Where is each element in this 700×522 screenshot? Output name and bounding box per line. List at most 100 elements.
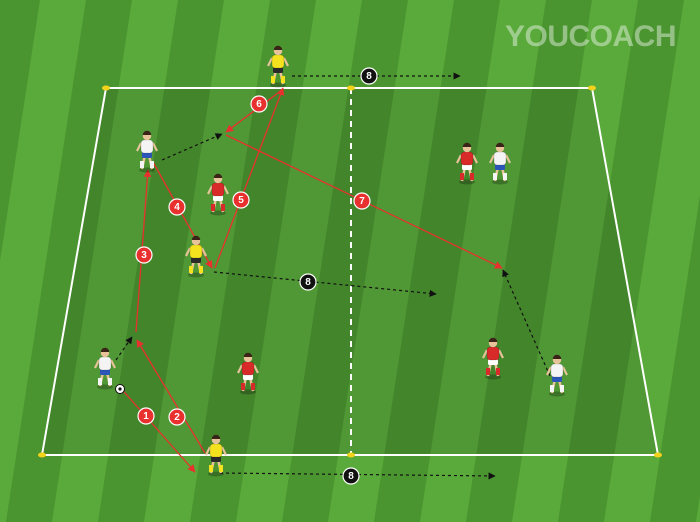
marker-label: 4 [174, 202, 180, 213]
player-arm [207, 185, 213, 195]
run-line-bottom [219, 472, 496, 480]
cone [588, 85, 596, 91]
player-shirt [189, 244, 203, 259]
player-arm [136, 142, 142, 152]
player-arm [94, 359, 100, 369]
pass-marker-3: 3 [135, 246, 153, 264]
player-shorts [142, 152, 152, 158]
player-white-bottom-left [94, 347, 116, 390]
player-shirt [241, 361, 255, 376]
marker-label: 6 [256, 99, 262, 110]
player-shirt [211, 182, 225, 197]
player-arm [267, 57, 273, 67]
player-sock [281, 76, 285, 83]
player-shorts [488, 359, 498, 365]
player-sock [211, 204, 215, 211]
run-marker-8: 8 [342, 467, 360, 485]
ball [115, 384, 125, 394]
players [94, 45, 568, 477]
pass-2-line [136, 339, 206, 454]
player-shorts [462, 164, 472, 170]
grass-stripe [696, 495, 700, 522]
marker-circle [299, 273, 317, 291]
marker-label: 3 [141, 250, 147, 261]
pass-1-line [117, 384, 196, 473]
pass-5-line [214, 87, 285, 269]
grass-stripe [374, 0, 500, 522]
player-sock [150, 161, 154, 168]
player-arm [472, 154, 478, 164]
player-sock [209, 465, 213, 472]
cones [38, 85, 662, 458]
marker-circle [168, 198, 186, 216]
cone [102, 85, 110, 91]
player-arm [205, 446, 211, 456]
cone [654, 452, 662, 458]
player-sock [496, 368, 500, 375]
pass-marker-1: 1 [137, 407, 155, 425]
marker-circle [137, 407, 155, 425]
player-red-right-bottom [482, 337, 504, 380]
marker-label: 7 [359, 196, 365, 207]
player-shirt [493, 151, 507, 166]
grass-stripe [0, 0, 86, 522]
player-hair [552, 354, 562, 359]
player-arm [546, 366, 552, 376]
grass-stripe [328, 0, 454, 522]
grass-stripe [236, 0, 362, 522]
player-hair [211, 434, 221, 439]
player-shorts [211, 456, 221, 462]
player-sock [560, 385, 564, 392]
player-shirt [140, 139, 154, 154]
marker-label: 1 [143, 411, 149, 422]
player-shorts [191, 257, 201, 263]
player-red-right-top [456, 142, 478, 185]
player-shirt [486, 346, 500, 361]
player-white-right-bottom [546, 354, 568, 397]
player-sock [493, 173, 497, 180]
run-line-top-white [161, 133, 223, 161]
player-arm [185, 247, 191, 257]
run-line-right-white [502, 269, 551, 377]
player-arm [253, 364, 259, 374]
marker-label: 8 [348, 471, 354, 482]
player-arm [562, 366, 568, 376]
pass-marker-4: 4 [168, 198, 186, 216]
player-arm [110, 359, 116, 369]
player-shorts [213, 195, 223, 201]
marker-circle [353, 192, 371, 210]
run-marker-8: 8 [299, 273, 317, 291]
player-hair [273, 45, 283, 50]
grass-stripe [650, 195, 700, 522]
player-sock [221, 204, 225, 211]
player-hair [191, 235, 201, 240]
player-arm [152, 142, 158, 152]
marker-label: 8 [366, 71, 372, 82]
player-arm [498, 349, 504, 359]
ball-patch [118, 387, 122, 391]
marker-circle [232, 191, 250, 209]
player-hair [142, 130, 152, 135]
player-shorts [243, 374, 253, 380]
marker-label: 5 [238, 195, 244, 206]
run-marker-8: 8 [360, 67, 378, 85]
player-white-right-top [489, 142, 511, 185]
player-arm [482, 349, 488, 359]
player-sock [486, 368, 490, 375]
grass-stripe [282, 0, 408, 522]
player-sock [189, 266, 193, 273]
player-arm [221, 446, 227, 456]
player-shorts [100, 369, 110, 375]
player-shorts [552, 376, 562, 382]
grass-stripe [52, 0, 178, 522]
grass-stripe [6, 0, 132, 522]
marker-circle [168, 408, 186, 426]
player-sock [108, 378, 112, 385]
cone [38, 452, 46, 458]
marker-circle [135, 246, 153, 264]
player-yellow-bottom-wide [205, 434, 227, 477]
marker-circle [250, 95, 268, 113]
player-shirt [98, 356, 112, 371]
